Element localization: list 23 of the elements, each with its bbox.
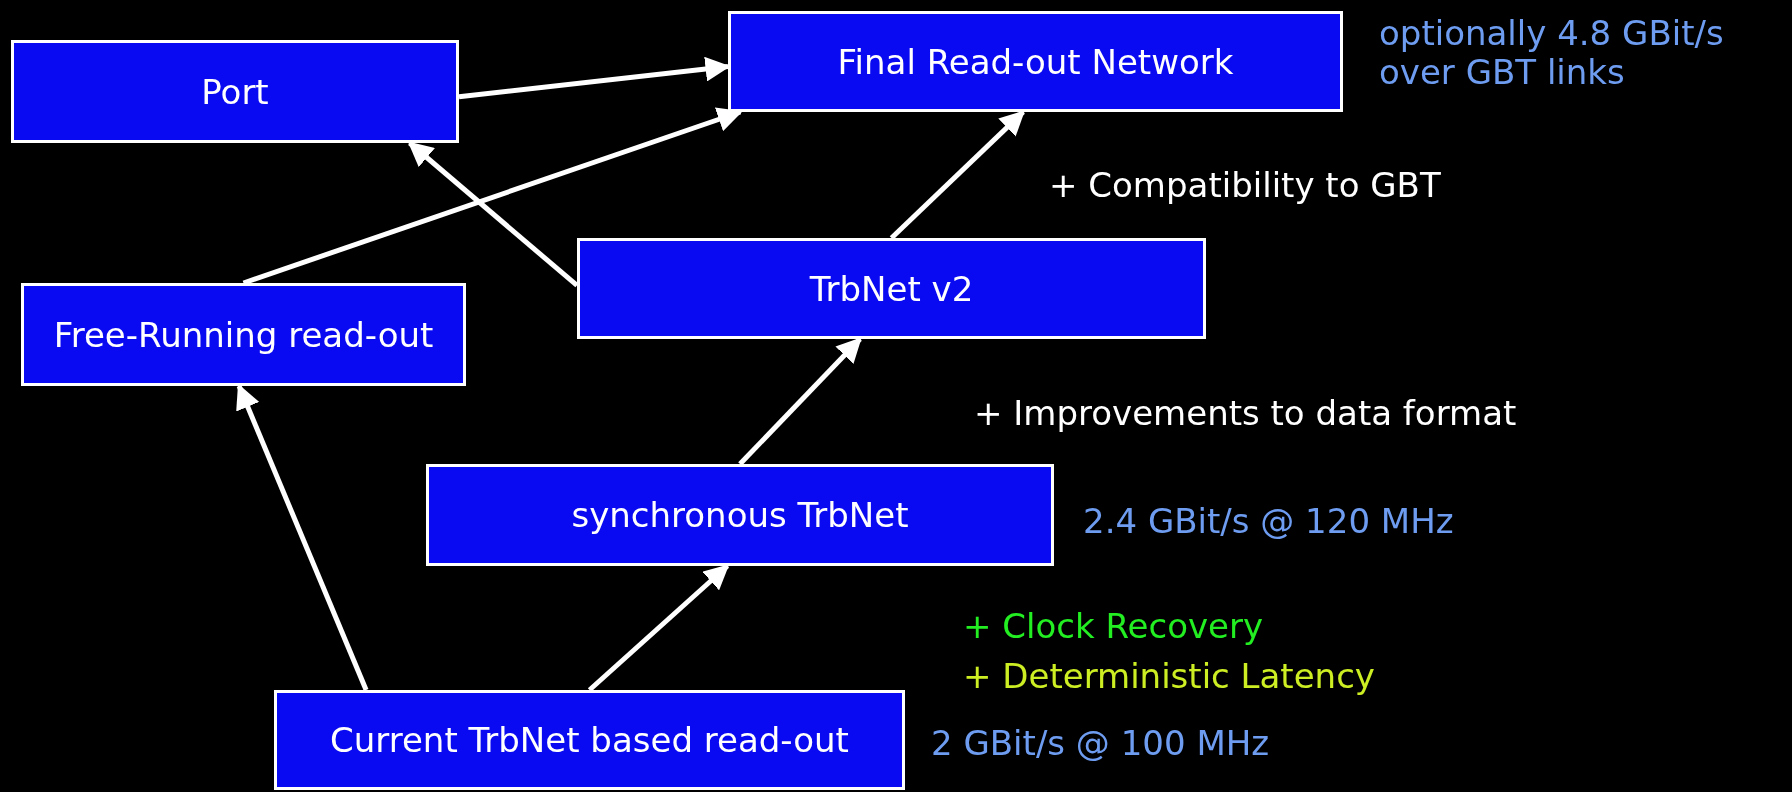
process-box xyxy=(21,283,466,386)
change-note: + Improvements to data format xyxy=(974,394,1517,434)
change-note: + Clock Recovery xyxy=(963,607,1264,647)
box-label: Current TrbNet based read-out xyxy=(330,720,849,760)
arrow xyxy=(407,141,579,288)
rate-note: 2.4 GBit/s @ 120 MHz xyxy=(1083,502,1454,542)
box-label: Free-Running read-out xyxy=(53,314,434,355)
arrow xyxy=(889,110,1025,240)
change-note: + Compatibility to GBT xyxy=(1049,166,1441,206)
rate-note: optionally 4.8 GBit/s over GBT links xyxy=(1379,14,1725,93)
process-box xyxy=(274,690,905,790)
box-label: Final Read-out Network xyxy=(837,41,1234,82)
box-label: Port xyxy=(201,71,269,112)
process-box xyxy=(426,464,1054,566)
box-label: TrbNet v2 xyxy=(809,268,974,309)
process-box xyxy=(577,238,1206,339)
rate-note: 2 GBit/s @ 100 MHz xyxy=(931,724,1270,764)
change-note: + Deterministic Latency xyxy=(963,657,1375,697)
arrow xyxy=(587,564,730,692)
process-box xyxy=(11,40,459,143)
process-box xyxy=(728,11,1343,112)
box-label: synchronous TrbNet xyxy=(571,495,909,535)
arrow xyxy=(738,337,862,466)
